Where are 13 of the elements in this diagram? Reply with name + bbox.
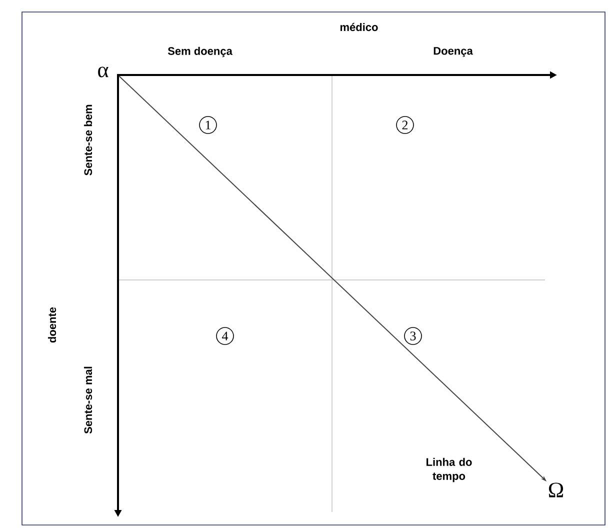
edge-label: Linha do tempo: [417, 456, 481, 484]
circled-number: 2: [396, 116, 414, 134]
row-label: Sente-se mal: [84, 366, 92, 434]
symbol-label: α: [98, 66, 108, 78]
row-label: Sente-se bem: [84, 104, 92, 176]
circled-number: 3: [404, 327, 422, 345]
symbol-label: Ω: [548, 482, 564, 498]
axis-title: doente: [48, 307, 56, 343]
circled-number: 4: [216, 327, 234, 345]
axis-title: médico: [340, 22, 378, 32]
circled-number: 1: [199, 116, 217, 134]
column-label: Sem doença: [168, 46, 232, 58]
column-label: Doença: [434, 47, 473, 57]
